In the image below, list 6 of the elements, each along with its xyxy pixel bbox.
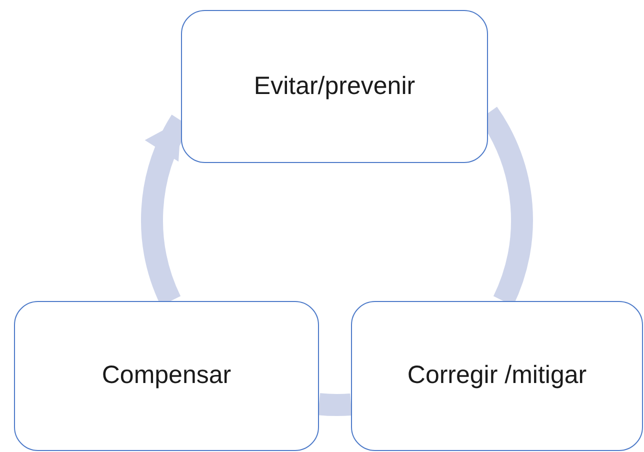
box-label: Evitar/prevenir [254, 70, 416, 102]
box-label: Compensar [102, 360, 232, 392]
rounded-box [351, 301, 643, 451]
rounded-box [181, 10, 488, 163]
rounded-box [14, 301, 319, 451]
box-label: Corregir /mitigar [407, 360, 587, 392]
